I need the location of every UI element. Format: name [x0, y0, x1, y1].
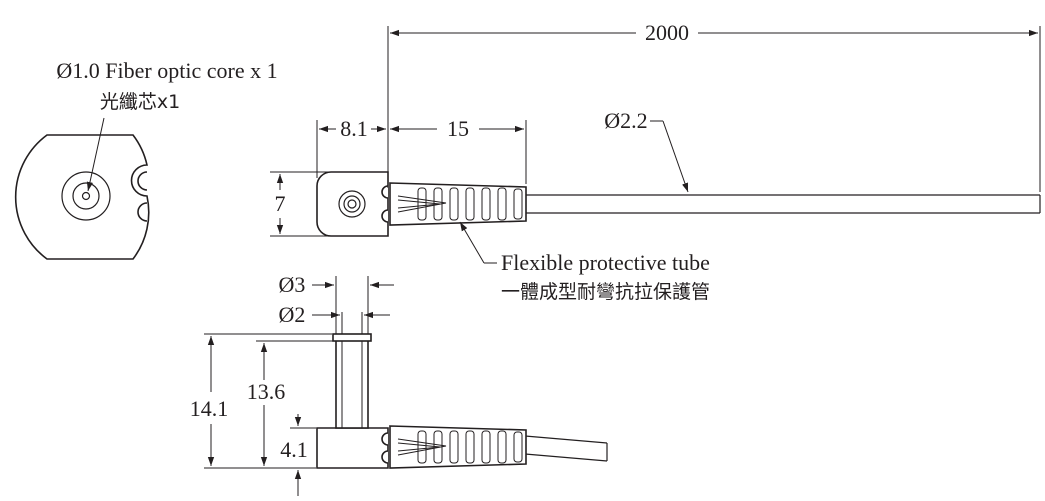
end-view-outer-ring — [61, 171, 111, 221]
connector-pin — [335, 339, 369, 429]
fiber-core-leader — [86, 117, 105, 192]
dim-cable-diameter — [650, 120, 689, 193]
dim-head-length-value: 8.1 — [340, 116, 368, 141]
dim-head-height — [270, 171, 330, 237]
side-view — [316, 171, 1041, 237]
dim-overall-height — [204, 333, 332, 469]
fiber-core — [81, 191, 91, 201]
dim-tube-length-value: 15 — [447, 116, 469, 141]
fiber-core-label-en: Ø1.0 Fiber optic core x 1 — [56, 58, 277, 83]
dim-pin-height — [256, 340, 334, 466]
dim-base-height-value: 4.1 — [280, 437, 308, 462]
connector-head — [316, 171, 389, 237]
end-view — [14, 117, 150, 260]
dim-cable-diameter-value: Ø2.2 — [604, 108, 647, 133]
fiber-core-label-zh: 光纖芯x1 — [100, 91, 180, 113]
dim-head-tube — [316, 120, 527, 184]
tube-label-en: Flexible protective tube — [501, 250, 710, 275]
dim-overall-height-value: 14.1 — [190, 396, 229, 421]
dim-pin-inner-diameter-value: Ø2 — [279, 302, 306, 327]
dim-head-height-value: 7 — [275, 191, 286, 216]
tube-label-zh: 一體成型耐彎抗拉保護管 — [501, 281, 710, 303]
dim-base-height — [290, 414, 316, 496]
connector-base — [316, 427, 389, 469]
bottom-view — [316, 333, 608, 469]
dim-pin-height-value: 13.6 — [247, 379, 286, 404]
dim-pin-diameters — [312, 276, 394, 334]
end-view-inner-ring — [72, 182, 100, 210]
tube-leader — [459, 221, 497, 264]
dim-total-length-value: 2000 — [645, 20, 689, 45]
dim-pin-outer-diameter-value: Ø3 — [279, 272, 306, 297]
dim-total-length — [387, 26, 1041, 192]
